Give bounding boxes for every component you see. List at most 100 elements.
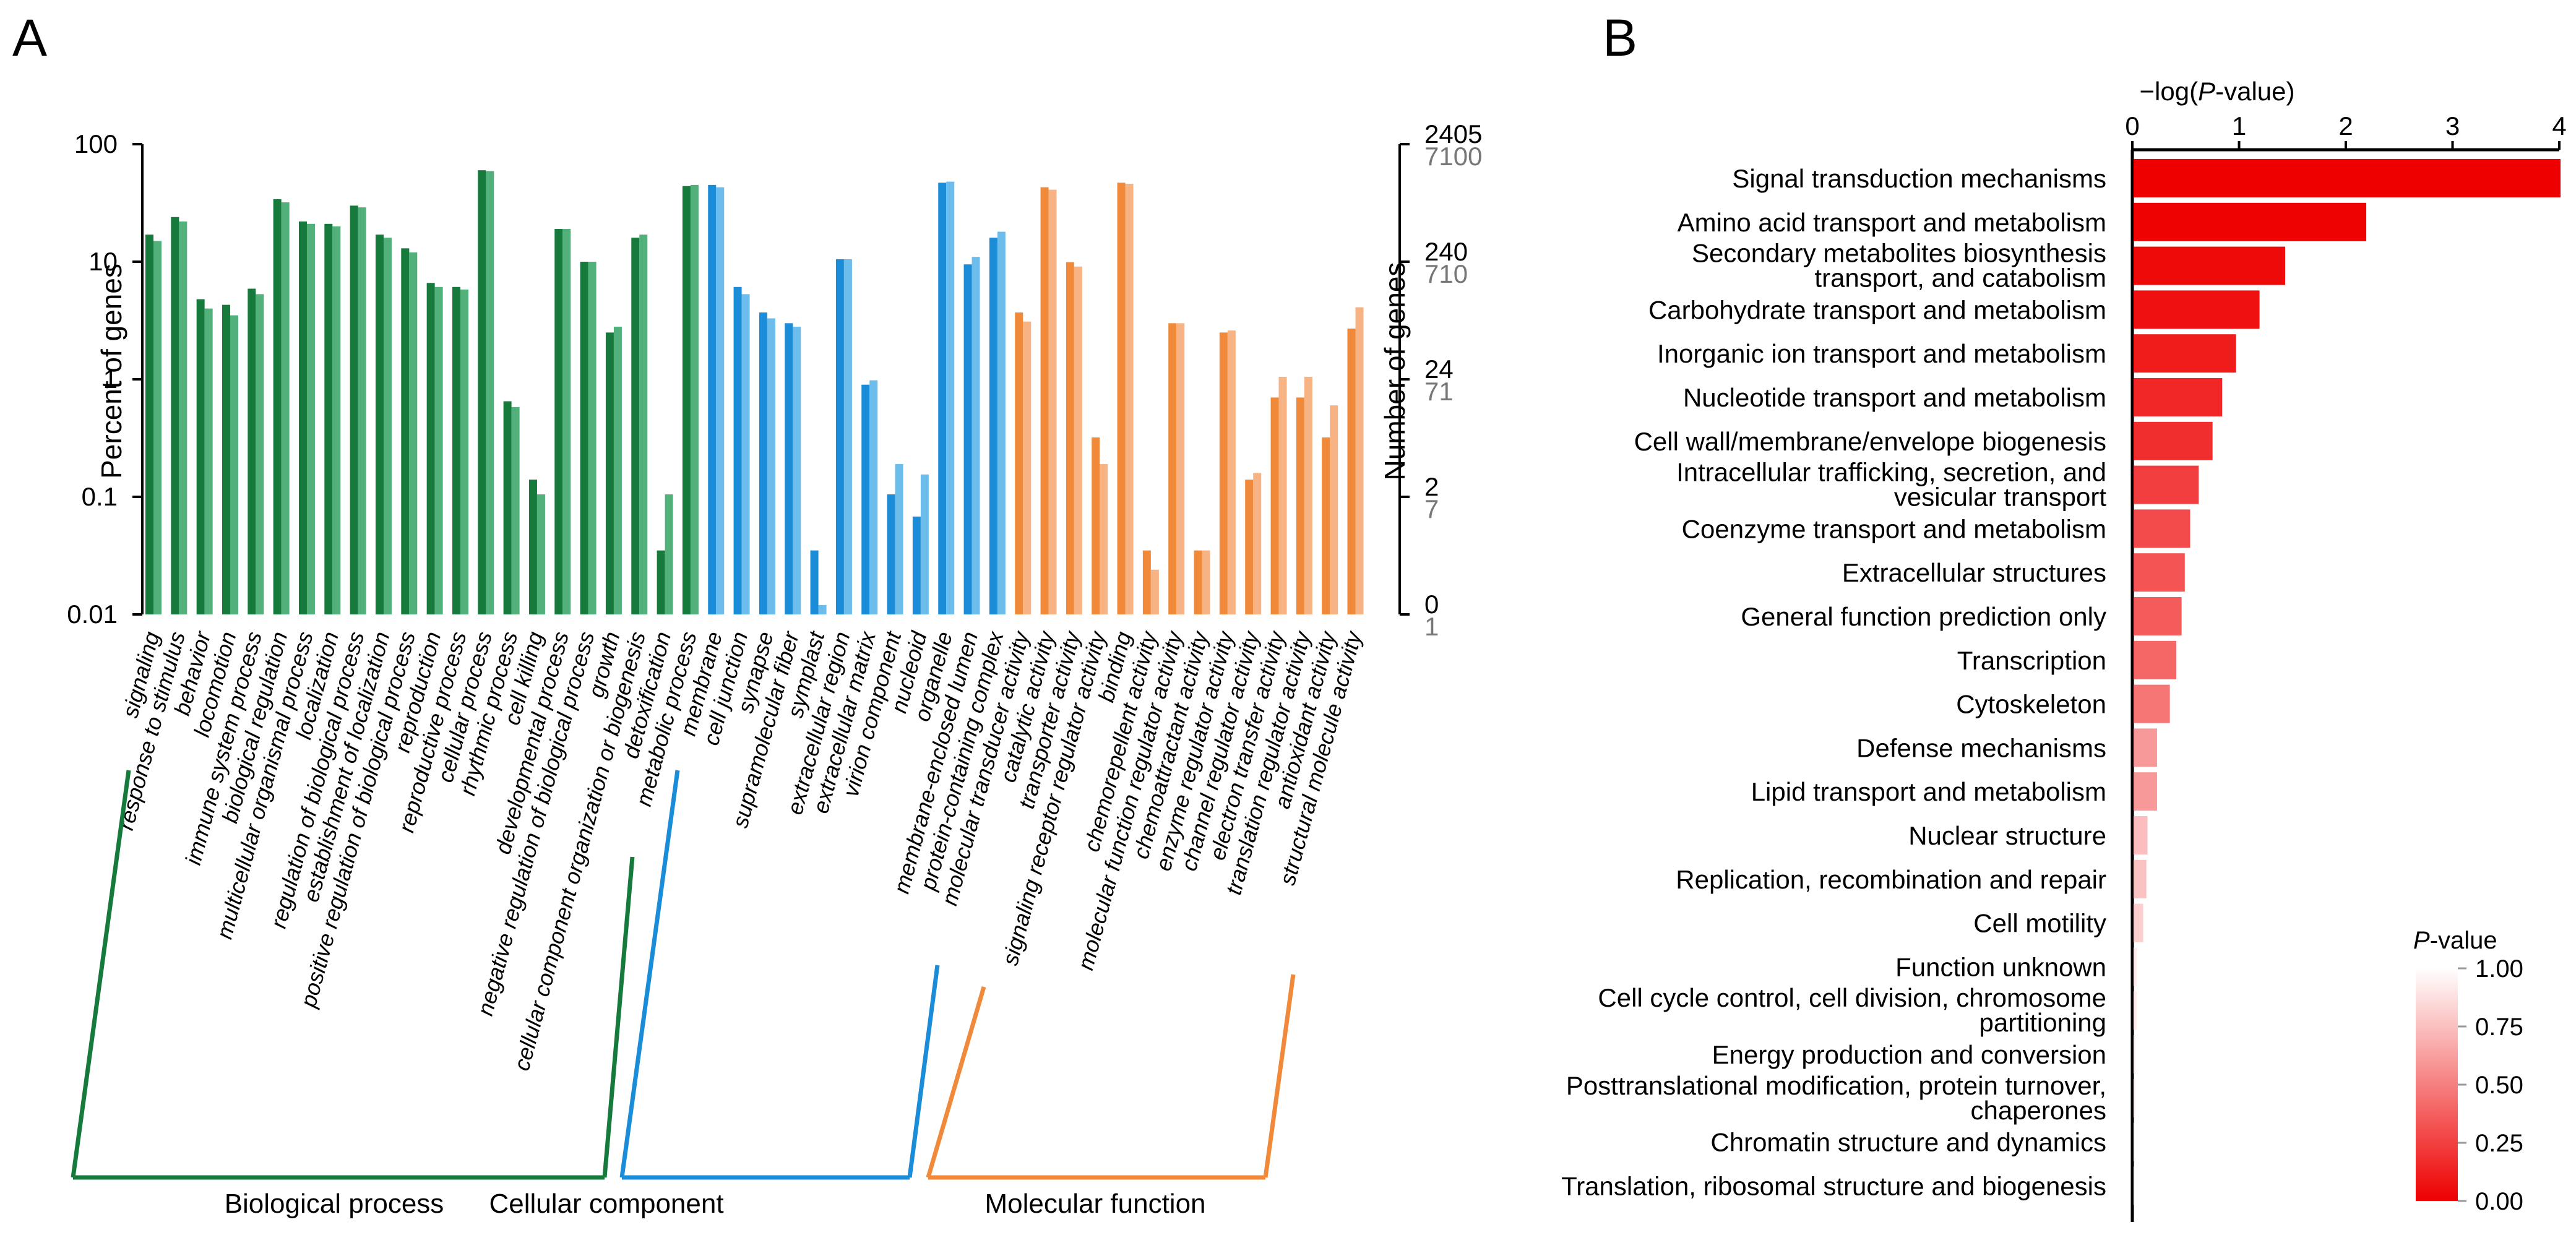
bar-dark [989, 238, 997, 615]
bar-dark [733, 286, 742, 614]
bar-light [639, 235, 648, 614]
right-axis-tick-label-dark: 0 [1424, 590, 1439, 619]
bar-dark [248, 288, 256, 615]
bar-dark [810, 550, 819, 614]
bar-dark [273, 199, 282, 614]
bar-dark [1040, 187, 1049, 614]
bar-dark [1092, 437, 1100, 614]
bar-light [895, 464, 903, 614]
legend-tick-label: 0.25 [2475, 1130, 2523, 1157]
legend-tick-label: 0.50 [2475, 1072, 2523, 1099]
bar-dark [1347, 329, 1356, 614]
bracket-right-arm [602, 856, 635, 1178]
left-axis-tick-label: 0.01 [67, 600, 118, 629]
legend-colorbar [2416, 968, 2458, 1201]
bar-light [1278, 376, 1287, 614]
bar-light [409, 252, 418, 614]
cog-category-label: Energy production and conversion [1712, 1040, 2106, 1069]
bar-dark [682, 186, 691, 614]
bar-light [230, 315, 238, 614]
bar-dark [938, 183, 947, 615]
bracket-right-arm [907, 965, 940, 1178]
bar-light [665, 494, 673, 614]
bar-light [1330, 405, 1338, 614]
bar-light [204, 308, 213, 614]
bar-dark [298, 221, 307, 614]
cog-bar [2134, 991, 2137, 1030]
bar-light [1355, 307, 1364, 614]
bar-dark [1066, 262, 1074, 614]
bar-dark [657, 550, 665, 614]
bar-light [767, 318, 775, 614]
bar-dark [145, 235, 153, 614]
bar-light [153, 241, 162, 614]
bar-light [281, 202, 290, 615]
cog-category-label: Cytoskeleton [1956, 690, 2106, 719]
legend-title: P-value [2413, 927, 2497, 954]
bar-dark [785, 323, 793, 614]
left-axis-tick-label: 0.1 [82, 482, 118, 511]
cog-category-label: Coenzyme transport and metabolism [1682, 514, 2106, 543]
cog-category-label: Cell motility [1973, 909, 2106, 938]
bar-light [536, 494, 545, 614]
bar-dark [1219, 332, 1228, 614]
bar-dark [452, 286, 460, 614]
bar-dark [835, 259, 844, 615]
bar-light [179, 221, 187, 614]
cog-category-label-line: vesicular transport [1894, 483, 2106, 512]
bar-light [562, 229, 571, 614]
group-label: Cellular component [489, 1189, 723, 1219]
bar-dark [963, 264, 972, 614]
right-axis-tick-label-light: 7 [1424, 494, 1439, 523]
pvalue-legend: P-value 1.000.750.500.250.00 [2413, 927, 2523, 1215]
cog-category-label: Nuclear structure [1908, 821, 2106, 850]
bracket-left-arm [71, 770, 131, 1178]
panel-a-letter: A [12, 9, 47, 67]
bar-light [1100, 464, 1108, 614]
cog-category-label-line: chaperones [1971, 1096, 2107, 1125]
cog-category-label: Chromatin structure and dynamics [1710, 1128, 2106, 1157]
right-axis-tick-label-light: 71 [1424, 377, 1454, 406]
cog-category-label-line: Intracellular trafficking, secretion, an… [1676, 458, 2106, 487]
cog-category-label: General function prediction only [1741, 602, 2106, 631]
bar-light [1074, 266, 1082, 615]
cog-category-label: Carbohydrate transport and metabolism [1648, 295, 2106, 324]
bar-light [1048, 189, 1057, 615]
legend-tick-label: 0.00 [2475, 1188, 2523, 1215]
bar-light [1202, 550, 1210, 614]
bar-light [588, 262, 597, 614]
bar-light [1023, 321, 1032, 614]
cog-category-label: Transcription [1957, 646, 2106, 675]
cog-bar [2134, 202, 2367, 241]
bar-light [1150, 569, 1159, 614]
cog-bar [2134, 1078, 2136, 1117]
bar-dark [759, 312, 767, 614]
cog-bar [2134, 728, 2157, 767]
bar-dark [1194, 550, 1202, 614]
right-axis-tick-label-dark: 24 [1424, 355, 1454, 384]
left-axis-tick-label: 100 [74, 129, 118, 158]
bar-light [741, 294, 750, 614]
group-label: Molecular function [984, 1189, 1205, 1219]
left-axis-tick-label: 10 [88, 247, 118, 276]
x-axis-tick-label: 4 [2552, 111, 2566, 140]
bracket-right-arm [1263, 974, 1296, 1178]
bar-dark [1270, 397, 1279, 614]
bar-dark [1296, 397, 1304, 614]
bar-dark [912, 516, 921, 614]
bar-dark [401, 248, 410, 614]
cog-bar [2134, 378, 2223, 416]
cog-category-label-line: transport, and catabolism [1814, 264, 2106, 293]
cog-category-label: Nucleotide transport and metabolism [1683, 383, 2106, 412]
bar-light [434, 286, 443, 614]
cog-category-label: Extracellular structures [1842, 558, 2106, 587]
bar-dark [478, 170, 486, 615]
bracket-left-arm [619, 770, 680, 1178]
bar-light [1304, 376, 1312, 614]
bar-light [332, 226, 341, 614]
right-axis-tick-label-dark: 240 [1424, 237, 1468, 266]
cog-category-label: Cell wall/membrane/envelope biogenesis [1634, 427, 2106, 456]
cog-category-label: Signal transduction mechanisms [1732, 164, 2106, 193]
